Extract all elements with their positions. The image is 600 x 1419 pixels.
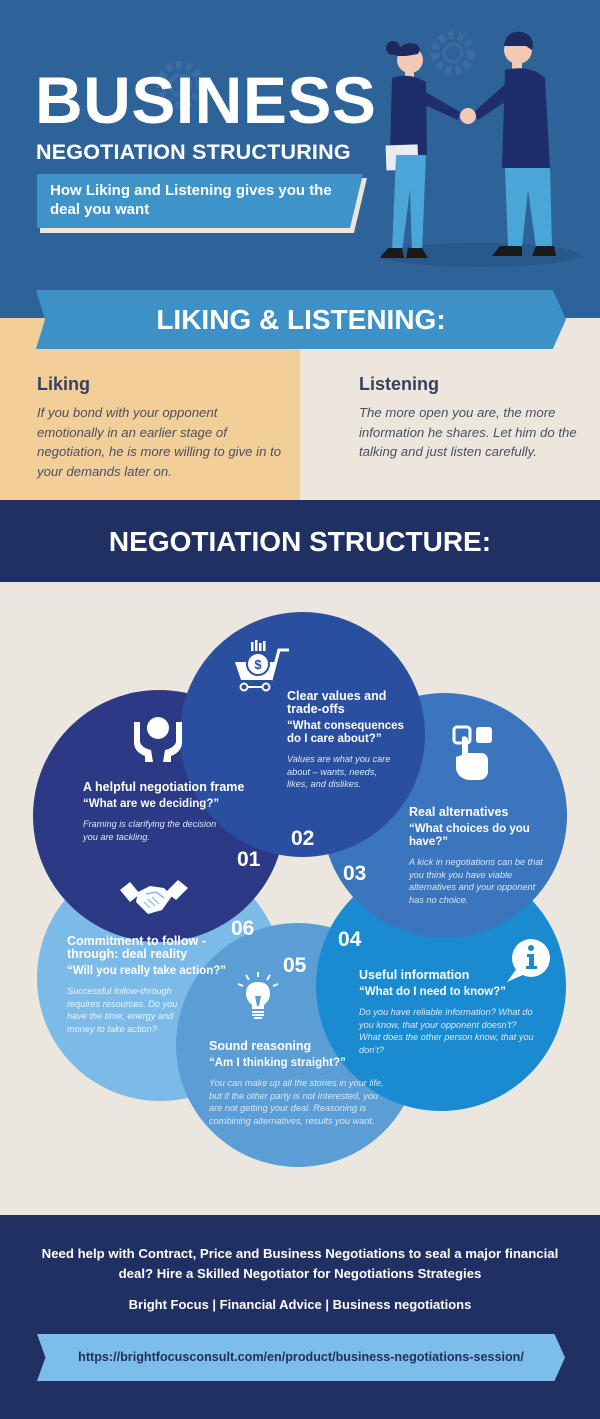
step-title: A helpful negotiation frame <box>83 780 245 794</box>
step-title: Commitment to follow -through: deal real… <box>67 934 206 961</box>
page-title: BUSINESS <box>35 63 377 137</box>
footer-section <box>0 1215 600 1419</box>
step-question: “What choices do you have?” <box>409 823 530 848</box>
step-number: 01 <box>237 848 261 871</box>
tagline-box <box>37 174 363 228</box>
step-question: “Will you really take action?” <box>67 965 227 977</box>
info-speech-bubble-icon <box>507 939 550 982</box>
step-01-content: A helpful negotiation frame “What are we… <box>83 781 273 843</box>
tagline-text: How Liking and Listening gives you the d… <box>50 182 332 218</box>
handshake-people-illustration <box>380 31 580 267</box>
hand-pointer-select-icon <box>452 725 492 780</box>
website-link[interactable]: https://brightfocusconsult.com/en/produc… <box>78 1350 524 1364</box>
step-05-content: Sound reasoning “Am I thinking straight?… <box>209 1040 399 1127</box>
footer-call-to-action: Need help with Contract, Price and Busin… <box>41 1246 559 1281</box>
shopping-cart-dollar-icon: $ <box>235 640 289 692</box>
step-title: Useful information <box>359 968 470 982</box>
step-title: Clear values and trade-offs <box>287 689 387 716</box>
svg-text:$: $ <box>254 657 262 672</box>
step-description: Values are what you care about – wants, … <box>287 754 391 789</box>
step-number: 02 <box>291 827 315 850</box>
step-03-content: Real alternatives “What choices do you h… <box>409 806 564 906</box>
gear-decoration-icon <box>156 61 204 109</box>
step-02-circle <box>180 612 425 857</box>
step-question: “Am I thinking straight?” <box>209 1057 346 1069</box>
liking-listening-banner <box>36 290 566 349</box>
negotiation-structure-heading: NEGOTIATION STRUCTURE: <box>108 526 492 557</box>
step-number: 03 <box>343 862 367 885</box>
step-description: Do you have reliable information? What d… <box>359 1007 534 1055</box>
liking-heading: Liking <box>37 374 90 394</box>
gear-decoration-icon <box>431 31 475 75</box>
page-subtitle: NEGOTIATION STRUCTURING <box>36 140 351 164</box>
step-description: A kick in negotiations can be that you t… <box>409 857 543 905</box>
step-number: 05 <box>283 954 307 977</box>
liking-listening-heading: LIKING & LISTENING: <box>156 304 446 335</box>
hands-holding-circle-icon <box>134 717 182 762</box>
handshake-icon <box>120 880 188 914</box>
step-02-content: Clear values and trade-offs “What conseq… <box>287 690 412 791</box>
step-number: 04 <box>338 928 362 951</box>
url-banner[interactable] <box>37 1334 565 1381</box>
step-description: You can make up all the stories in your … <box>209 1078 384 1126</box>
step-04-content: Useful information “What do I need to kn… <box>359 969 559 1056</box>
step-question: “What are we deciding?” <box>83 798 220 810</box>
negotiation-structure-banner <box>0 500 600 582</box>
step-description: Successful follow-through requires resou… <box>67 986 178 1034</box>
liking-description: If you bond with your opponent emotional… <box>37 405 282 479</box>
step-number: 06 <box>231 917 255 940</box>
step-question: “What do I need to know?” <box>359 986 506 998</box>
listening-description: The more open you are, the more informat… <box>359 405 577 459</box>
step-title: Sound reasoning <box>209 1039 312 1053</box>
step-description: Framing is clarifying the decision you a… <box>83 819 217 842</box>
light-bulb-icon <box>237 972 279 1019</box>
step-title: Real alternatives <box>409 805 509 819</box>
listening-heading: Listening <box>359 374 439 394</box>
footer-tags: Bright Focus | Financial Advice | Busine… <box>128 1297 472 1312</box>
step-06-content: Commitment to follow -through: deal real… <box>67 935 257 1035</box>
step-question: “What consequences do I care about?” <box>287 720 404 745</box>
